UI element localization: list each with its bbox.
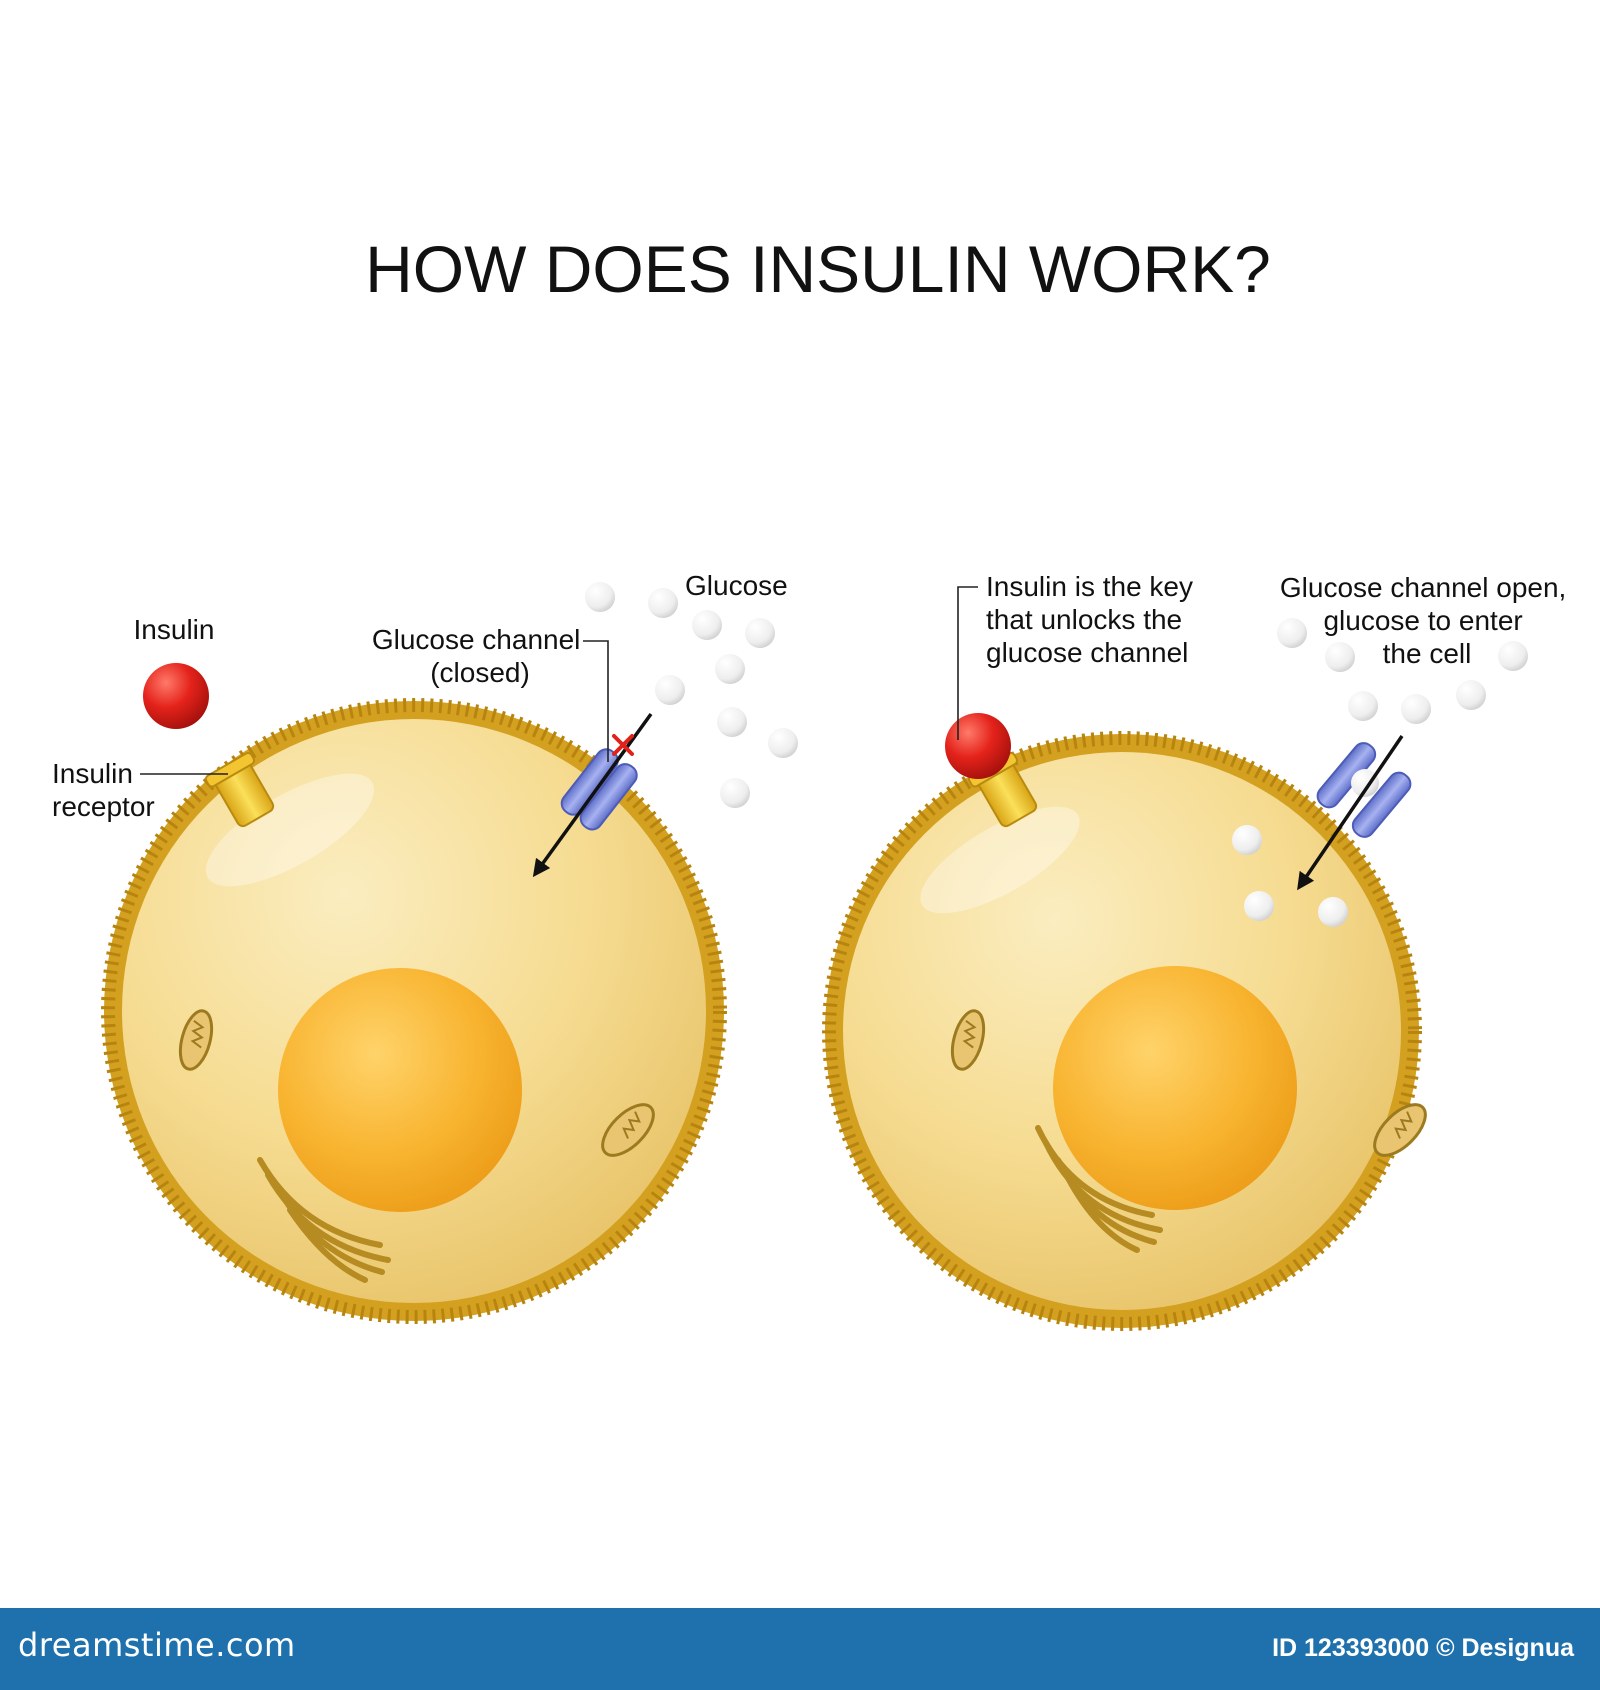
left-mitochondrion-1 [178,1009,214,1071]
blocked-entry-arrow [532,712,653,878]
glucose-entry-arrow [1297,735,1404,891]
right-mitochondrion-1 [950,1009,986,1071]
glucose-cluster-inside [1232,825,1348,927]
glucose-molecule [648,588,678,618]
glucose-channel-closed-leader [583,640,609,762]
right-cell-highlight [920,806,1080,914]
glucose-channel-open-label: Glucose channel open, glucose to enter t… [1280,572,1574,669]
glucose-cluster-outside-right [1277,618,1528,724]
right-golgi [1035,1125,1163,1253]
blocked-x-mark [612,734,634,756]
glucose-molecule [1351,769,1379,797]
left-cell: Insulin Insulin receptor Glucose channel… [52,570,798,1324]
glucose-molecule [1277,618,1307,648]
footer-bar: dreamstime.com ID 123393000 © Designua [0,1608,1600,1690]
glucose-molecule [692,610,722,640]
page-title: HOW DOES INSULIN WORK? [365,232,1271,306]
glucose-molecule [720,778,750,808]
glucose-molecule [1401,694,1431,724]
insulin-receptor-label: Insulin receptor [52,758,155,822]
left-cell-highlight [205,773,375,887]
glucose-molecule [768,728,798,758]
glucose-molecule [1232,825,1262,855]
left-mitochondrion-2 [601,1103,655,1157]
glucose-molecule [1498,641,1528,671]
bound-insulin-molecule [945,713,1011,779]
glucose-channel-closed-label: Glucose channel (closed) [372,624,588,688]
glucose-molecule [1244,891,1274,921]
glucose-label: Glucose [685,570,788,601]
left-insulin-receptor [204,752,275,828]
glucose-molecule [1318,897,1348,927]
glucose-molecule [655,675,685,705]
glucose-cluster-outside [585,582,798,808]
insulin-key-leader [957,586,978,740]
left-golgi [257,1157,391,1283]
glucose-molecule [1456,680,1486,710]
glucose-molecule [1325,642,1355,672]
left-nucleus [278,968,522,1212]
insulin-key-label: Insulin is the key that unlocks the gluc… [986,571,1201,668]
footer-credit: ID 123393000 © Designua [1272,1634,1574,1662]
glucose-channel-open [1316,742,1412,838]
insulin-label: Insulin [134,614,215,645]
footer-logo[interactable]: dreamstime.com [18,1626,296,1664]
glucose-molecule [745,618,775,648]
glucose-molecule [717,707,747,737]
right-nucleus [1053,966,1297,1210]
glucose-molecule [1348,691,1378,721]
glucose-molecule [585,582,615,612]
right-cell: Insulin is the key that unlocks the gluc… [822,571,1574,1331]
insulin-diagram: HOW DOES INSULIN WORK? [52,232,1574,1331]
insulin-molecule [143,663,209,729]
glucose-molecule [715,654,745,684]
right-mitochondrion-2 [1373,1103,1427,1157]
